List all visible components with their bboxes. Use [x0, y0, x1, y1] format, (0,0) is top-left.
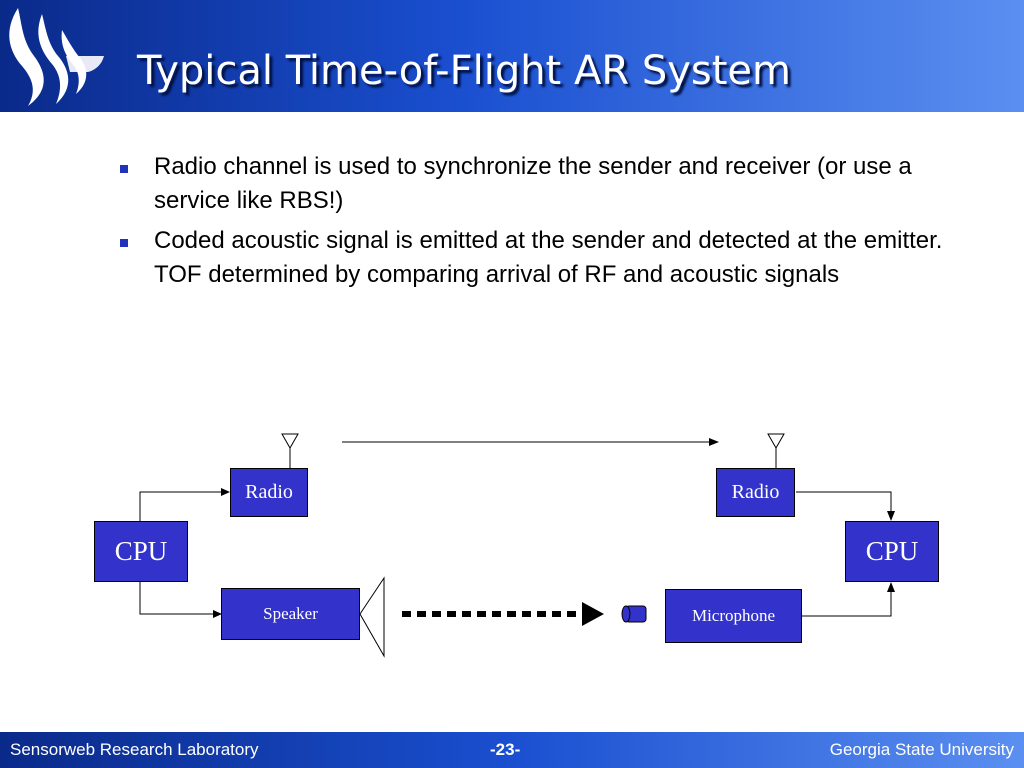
sender-cpu-box: CPU: [94, 521, 188, 582]
slide-title: Typical Time-of-Flight AR System: [137, 48, 791, 94]
bullet-item: Radio channel is used to synchronize the…: [120, 150, 950, 218]
arrowhead: [887, 511, 895, 521]
speaker-label: Speaker: [263, 604, 318, 623]
arrowhead: [221, 488, 230, 496]
receiver-cpu-box: CPU: [845, 521, 939, 582]
arrowhead: [887, 582, 895, 592]
microphone-box: Microphone: [665, 589, 802, 643]
receiver-radio-box: Radio: [716, 468, 795, 517]
arrowhead: [582, 602, 604, 626]
slide-header: Typical Time-of-Flight AR System: [0, 0, 1024, 112]
receiver-radio-label: Radio: [731, 481, 780, 503]
bullet-text: Coded acoustic signal is emitted at the …: [154, 227, 943, 288]
microphone-label: Microphone: [691, 606, 776, 625]
bullet-square-icon: [120, 165, 128, 173]
microphone-to-cpu-connector: [802, 591, 892, 617]
cpu-to-speaker-connector: [139, 582, 214, 615]
receiver-antenna-icon: [767, 433, 785, 450]
speaker-horn-icon: [359, 576, 385, 658]
sender-radio-label: Radio: [245, 481, 293, 503]
sender-cpu-label: CPU: [114, 536, 168, 566]
slide-footer: Sensorweb Research Laboratory -23- Georg…: [0, 732, 1024, 768]
arrowhead: [709, 438, 719, 446]
university-flame-logo: [9, 8, 104, 106]
bullet-list: Radio channel is used to synchronize the…: [120, 150, 950, 298]
bullet-square-icon: [120, 239, 128, 247]
bullet-item: Coded acoustic signal is emitted at the …: [120, 224, 950, 292]
footer-lab-name: Sensorweb Research Laboratory: [10, 740, 259, 759]
speaker-box: Speaker: [221, 588, 360, 640]
receiver-cpu-label: CPU: [865, 536, 919, 566]
sender-radio-box: Radio: [230, 468, 308, 517]
cpu-to-radio-connector: [139, 491, 222, 522]
footer-university-name: Georgia State University: [829, 740, 1014, 759]
microphone-cap-icon: [621, 605, 631, 623]
bullet-text: Radio channel is used to synchronize the…: [154, 153, 912, 214]
sender-antenna-icon: [281, 433, 299, 450]
radio-to-cpu-connector: [796, 491, 892, 512]
footer-page-number: -23-: [490, 740, 521, 759]
arrowhead: [213, 610, 222, 618]
